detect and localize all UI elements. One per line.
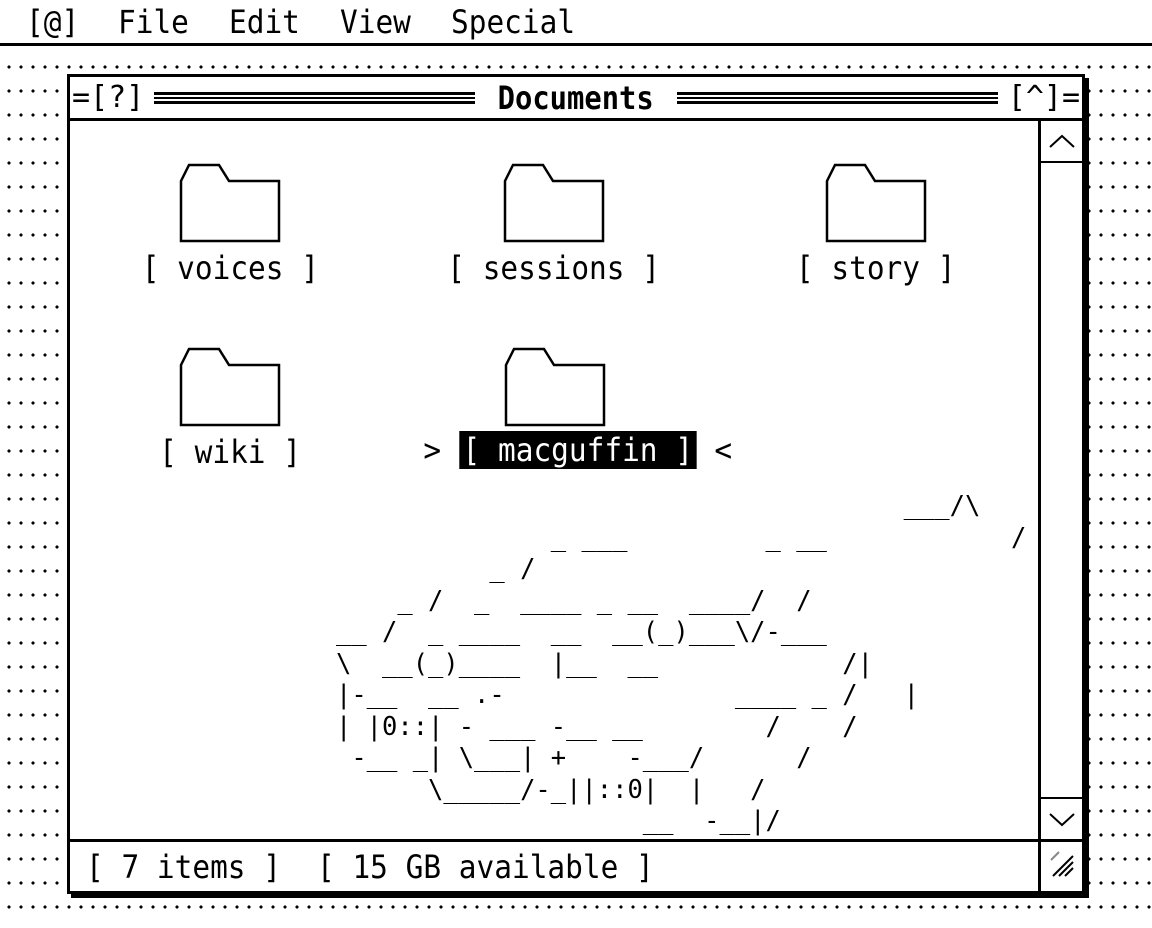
menu-file[interactable]: File — [117, 2, 189, 41]
close-button[interactable]: =[?] — [72, 80, 145, 115]
selection-marker-left: > — [423, 431, 442, 469]
title-bar[interactable]: =[?] Documents [^]= — [70, 77, 1082, 121]
folder-icon — [504, 347, 606, 427]
window-content: [ voices ] [ sessions ] [ story ] [ wiki… — [70, 121, 1038, 839]
folder-wiki[interactable]: [ wiki ] — [100, 343, 360, 471]
selected-folder-label: > [ macguffin ] < — [423, 431, 732, 469]
disk-available: [ 15 GB available ] — [317, 847, 654, 886]
scroll-down-button[interactable] — [1041, 797, 1082, 839]
resize-handle[interactable] — [1038, 839, 1082, 891]
scroll-up-button[interactable] — [1041, 121, 1082, 163]
folder-label: [ story ] — [796, 249, 956, 287]
menu-view[interactable]: View — [339, 2, 411, 41]
folder-icon — [825, 163, 927, 243]
folder-voices[interactable]: [ voices ] — [100, 159, 360, 287]
chevron-down-icon — [1048, 813, 1075, 827]
chevron-up-icon — [1048, 134, 1075, 148]
title-stripes — [154, 91, 476, 104]
folder-icon — [179, 163, 281, 243]
vertical-scrollbar[interactable] — [1038, 121, 1082, 839]
apple-menu[interactable]: [@] — [26, 2, 80, 41]
folder-story[interactable]: [ story ] — [746, 159, 1006, 287]
folder-label-highlight: [ macguffin ] — [458, 431, 697, 469]
folder-label: [ sessions ] — [447, 249, 661, 287]
folder-macguffin[interactable]: > [ macguffin ] < — [410, 343, 732, 469]
ascii-art-macguffin: ___/\ _ ___ _ __ / / _ / / _ / _ ____ _ … — [336, 491, 1027, 836]
title-stripes-right — [676, 91, 998, 104]
folder-sessions[interactable]: [ sessions ] — [424, 159, 684, 287]
menu-special[interactable]: Special — [450, 2, 576, 41]
resize-grip-icon — [1049, 851, 1074, 877]
folder-label: [ wiki ] — [159, 433, 301, 471]
window-title: Documents — [497, 78, 655, 117]
menubar: [@] File Edit View Special — [0, 0, 1152, 46]
folder-icon — [179, 347, 281, 427]
documents-window: =[?] Documents [^]= [ voices ] [ session… — [67, 74, 1085, 894]
menu-edit[interactable]: Edit — [228, 2, 300, 41]
status-bar: [ 7 items ] [ 15 GB available ] — [70, 839, 1082, 891]
zoom-button[interactable]: [^]= — [1007, 80, 1081, 115]
item-count: [ 7 items ] — [86, 847, 281, 886]
selection-marker-right: < — [714, 431, 733, 469]
folder-icon — [503, 163, 605, 243]
folder-label: [ voices ] — [141, 249, 319, 287]
